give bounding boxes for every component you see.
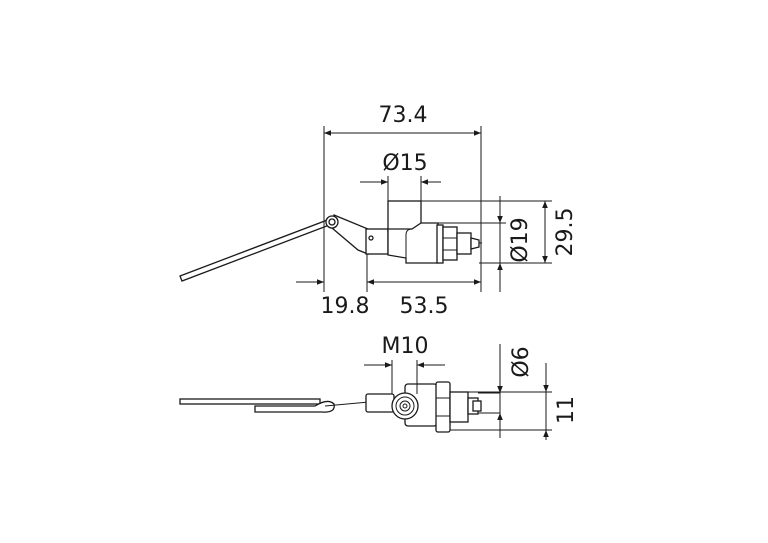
top-view-part xyxy=(179,381,500,433)
lever-top xyxy=(365,393,395,413)
thread-stem xyxy=(456,232,472,255)
hex-nut-top xyxy=(435,381,451,433)
dim-tip-diameter: Ø6 xyxy=(509,346,534,377)
dim-overall-length: 73.4 xyxy=(379,103,428,128)
nozzle xyxy=(470,237,480,250)
dim-thread-diameter: Ø19 xyxy=(508,217,533,262)
top-view-dimensions xyxy=(364,344,552,440)
rod-loop xyxy=(254,400,335,413)
dim-nut-width: 11 xyxy=(554,396,579,424)
thread-stem-top xyxy=(449,391,469,423)
dim-thread-size: M10 xyxy=(382,334,429,359)
dim-lever-offset: 19.8 xyxy=(321,294,370,319)
lever-block xyxy=(365,228,389,255)
dim-body-diameter: Ø15 xyxy=(382,151,427,176)
float-rod-top xyxy=(179,398,321,405)
valve-body xyxy=(387,222,439,264)
side-view-dimensions xyxy=(296,126,552,292)
hex-nut xyxy=(442,226,458,261)
flange xyxy=(436,224,444,264)
dim-body-length: 53.5 xyxy=(400,294,449,319)
side-view-part xyxy=(179,200,482,282)
float-rod xyxy=(179,218,333,282)
dim-height: 29.5 xyxy=(553,208,578,257)
